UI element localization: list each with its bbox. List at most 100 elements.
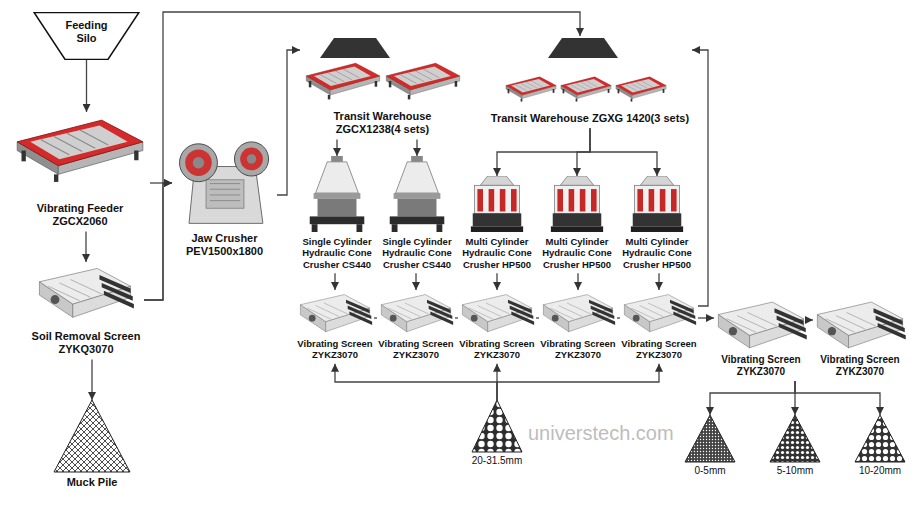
product-pile [472,400,522,452]
product-pile-node: 0-5mm [680,415,740,480]
node-label: Muck Pile [52,476,132,489]
node-label: ZGCX1238(4 sets) [300,123,465,136]
node-label: ZYKZ3070 [377,349,455,360]
silo-roof [548,38,618,58]
flow-arrow [577,273,578,290]
flow-arrow [577,128,590,176]
node-label: 5-10mm [765,465,825,477]
node-label: Multi Cylinder Hydraulic Cone Crusher HP… [539,236,615,270]
screen-unit: Vibrating ScreenZYKZ3070 [714,300,808,381]
vibrating-screen [381,295,453,332]
screen-unit: Vibrating ScreenZYKZ3070 [813,300,907,381]
node-label: Vibrating Screen [813,354,907,366]
screen-unit: Vibrating ScreenZYKZ3070 [377,290,455,364]
node-label: Jaw Crusher [172,232,277,245]
node-label: ZYKZ3070 [539,349,617,360]
cone-crusher [310,156,365,232]
warehouse-feeder [306,63,379,99]
cone-crusher [551,176,603,232]
flow-arrow [416,139,417,156]
flow-arrow [808,319,813,320]
node-label: ZYKZ3070 [714,366,808,378]
product-pile-node: 10-20mm [850,415,910,480]
node-label: Vibrating Screen [296,338,374,349]
flow-arrow [497,364,659,400]
warehouse-unit: Transit Warehouse ZGXG 1420(3 sets) [488,36,692,128]
cone-crusher [631,176,683,232]
crusher-unit: Single Cylinder Hydraulic Cone Crusher C… [299,156,375,273]
watermark: universtech.com [528,422,674,445]
flow-arrow [374,317,377,318]
flow-arrow [277,50,300,195]
feeder-unit: Vibrating FeederZGCX2060 [10,112,150,231]
flow-arrow [658,273,659,290]
product-pile [770,415,820,462]
crusher-unit: Jaw CrusherPEV1500x1800 [172,138,277,261]
node-label: Multi Cylinder Hydraulic Cone Crusher HP… [459,236,535,270]
warehouse-feeder [616,77,666,102]
flow-arrow [692,50,708,306]
node-label: Single Cylinder Hydraulic Cone Crusher C… [299,236,375,270]
flow-arrow [86,60,87,112]
vibrating-screen [624,295,696,332]
screen-unit: Vibrating ScreenZYKZ3070 [539,290,617,364]
node-label: Vibrating Screen [377,338,455,349]
node-label: 10-20mm [850,465,910,477]
warehouse-feeder [561,77,611,102]
node-label: ZYKQ3070 [28,343,144,356]
muck-pile-node: Muck Pile [52,400,132,492]
flow-arrow [455,317,458,318]
flow-arrow [144,183,172,300]
node-label: ZYKZ3070 [296,349,374,360]
jaw-crusher [180,142,269,223]
product-pile [855,415,905,462]
crusher-unit: Multi Cylinder Hydraulic Cone Crusher HP… [539,176,615,273]
silo-box: Feeding Silo [33,12,140,60]
node-label: Transit Warehouse [300,110,465,123]
node-label: ZYKZ3070 [813,366,907,378]
flow-arrow [617,317,620,318]
flow-arrow [144,12,580,300]
flow-arrow [536,317,539,318]
node-label: 20-31.5mm [467,455,527,467]
flow-arrow [496,273,497,290]
warehouse-unit: Transit WarehouseZGCX1238(4 sets) [300,36,465,139]
flow-arrow [91,359,92,400]
node-label: Vibrating Feeder [10,202,150,215]
node-label: Single Cylinder Hydraulic Cone Crusher C… [379,236,455,270]
flow-arrow [497,128,590,176]
product-pile-node: 20-31.5mm [467,400,527,470]
silo-outline [34,12,139,59]
warehouse-feeder [506,77,556,102]
node-label: Feeding Silo [58,19,116,45]
flow-arrow [698,317,714,318]
flow-arrow [336,139,337,156]
screen-unit: Vibrating ScreenZYKZ3070 [296,290,374,364]
vibrating-screen [817,302,905,348]
crusher-unit: Multi Cylinder Hydraulic Cone Crusher HP… [459,176,535,273]
node-label: PEV1500x1800 [172,245,277,258]
node-label: Vibrating Screen [458,338,536,349]
warehouse-feeder [386,63,459,99]
flow-arrow [590,128,657,176]
node-label: Vibrating Screen [714,354,808,366]
node-label: Multi Cylinder Hydraulic Cone Crusher HP… [619,236,695,270]
vibrating-screen [462,295,534,332]
crusher-unit: Multi Cylinder Hydraulic Cone Crusher HP… [619,176,695,273]
flow-arrow [415,273,416,290]
screen-unit: Vibrating ScreenZYKZ3070 [620,290,698,364]
silo-roof [320,38,390,58]
screen-unit: Soil Removal ScreenZYKQ3070 [28,262,144,359]
vibrating-screen [543,295,615,332]
flow-arrow [795,381,880,415]
cone-crusher [471,176,523,232]
node-label: ZYKZ3070 [620,349,698,360]
node-label: Vibrating Screen [620,338,698,349]
crusher-unit: Single Cylinder Hydraulic Cone Crusher C… [379,156,455,273]
muck-pile [54,400,130,472]
node-label: ZYKZ3070 [458,349,536,360]
